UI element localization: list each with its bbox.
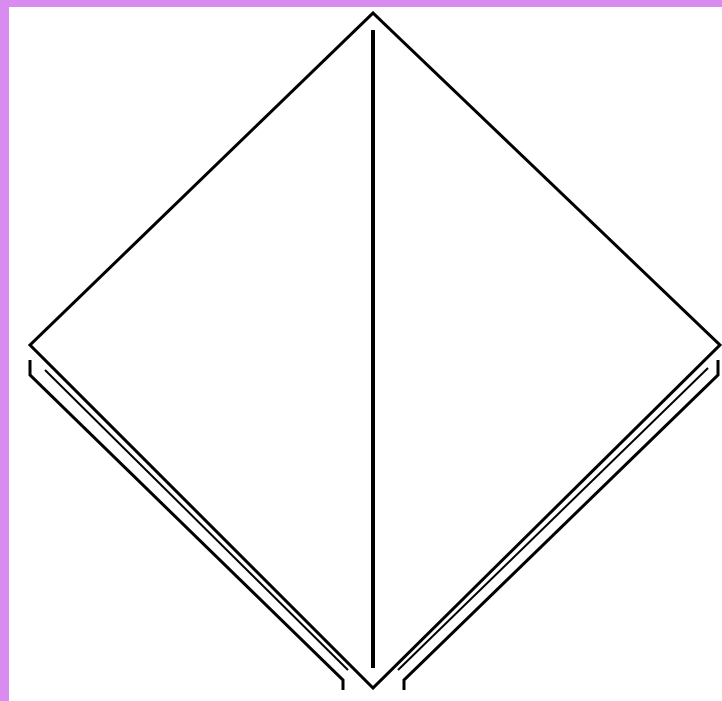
lower-left-fold-inner-line (45, 370, 348, 670)
lower-right-fold-edge (404, 360, 718, 690)
lower-right-fold-inner-line (398, 368, 708, 670)
lower-left-fold-edge (30, 360, 343, 690)
